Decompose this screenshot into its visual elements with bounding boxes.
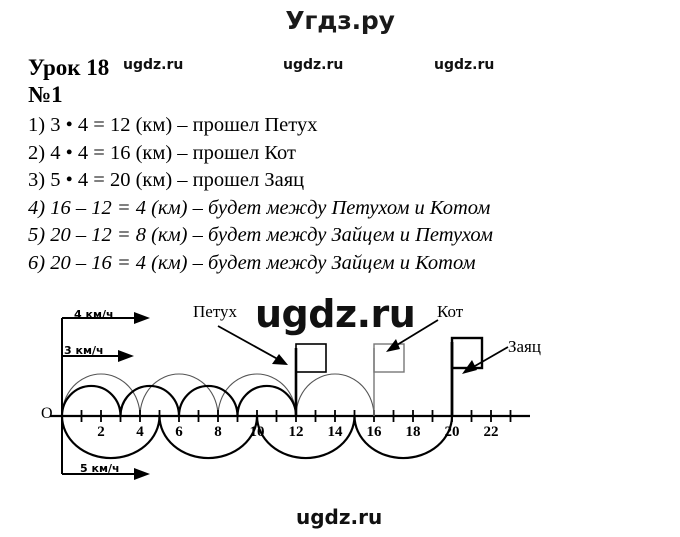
petuh-arrow (217, 325, 288, 365)
watermark-small-3: ugdz.ru (434, 57, 495, 73)
tick-label: 12 (288, 424, 304, 440)
speed-label-5: 5 км/ч (80, 462, 120, 475)
speed-label-4: 4 км/ч (74, 308, 114, 321)
watermark-bottom: ugdz.ru (296, 505, 383, 529)
origin-label: О (41, 405, 53, 422)
speed-brackets (61, 312, 150, 480)
arcs-speed-4 (61, 373, 375, 417)
solution-line: 4) 16 – 12 = 4 (км) – будет между Петухо… (28, 196, 491, 219)
tick-label: 18 (405, 424, 421, 440)
tick-label: 2 (97, 424, 105, 440)
petuh-flag (294, 343, 327, 416)
tick-label: 4 (136, 424, 144, 440)
watermark-small-2: ugdz.ru (283, 57, 344, 73)
zayac-label: Заяц (508, 337, 541, 356)
speed-label-3: 3 км/ч (64, 344, 104, 357)
zayac-arrow (462, 346, 509, 374)
kot-arrow (386, 319, 439, 352)
watermark-big: ugdz.ru (255, 292, 416, 336)
zayac-flag (450, 336, 484, 416)
solution-line: 2) 4 • 4 = 16 (км) – прошел Кот (28, 141, 296, 164)
task-number: №1 (28, 82, 63, 107)
arcs-speed-5 (60, 415, 454, 460)
solution-line: 1) 3 • 4 = 12 (км) – прошел Петух (28, 114, 318, 136)
number-line-axis (50, 410, 530, 422)
solution-line: 6) 20 – 16 = 4 (км) – будет между Зайцем… (28, 251, 476, 274)
tick-label: 14 (327, 424, 343, 440)
solution-list: 1) 3 • 4 = 12 (км) – прошел Петух 2) 4 •… (28, 112, 668, 277)
kot-label: Кот (437, 302, 464, 321)
arcs-speed-3 (60, 384, 298, 417)
watermark-small-1: ugdz.ru (123, 57, 184, 73)
tick-label: 20 (444, 424, 460, 440)
solution-line: 5) 20 – 12 = 8 (км) – будет между Зайцем… (28, 224, 493, 246)
tick-label: 22 (483, 424, 499, 440)
lesson-title: Урок 18 (28, 55, 110, 80)
number-line-diagram (0, 290, 680, 500)
tick-label: 8 (214, 424, 222, 440)
solution-line: 3) 5 • 4 = 20 (км) – прошел Заяц (28, 169, 305, 191)
petuh-label: Петух (193, 302, 238, 321)
tick-label: 6 (175, 424, 183, 440)
site-logo: Угдз.ру (285, 6, 395, 35)
kot-flag (373, 343, 405, 416)
tick-label: 16 (366, 424, 382, 440)
tick-label: 10 (249, 424, 265, 440)
